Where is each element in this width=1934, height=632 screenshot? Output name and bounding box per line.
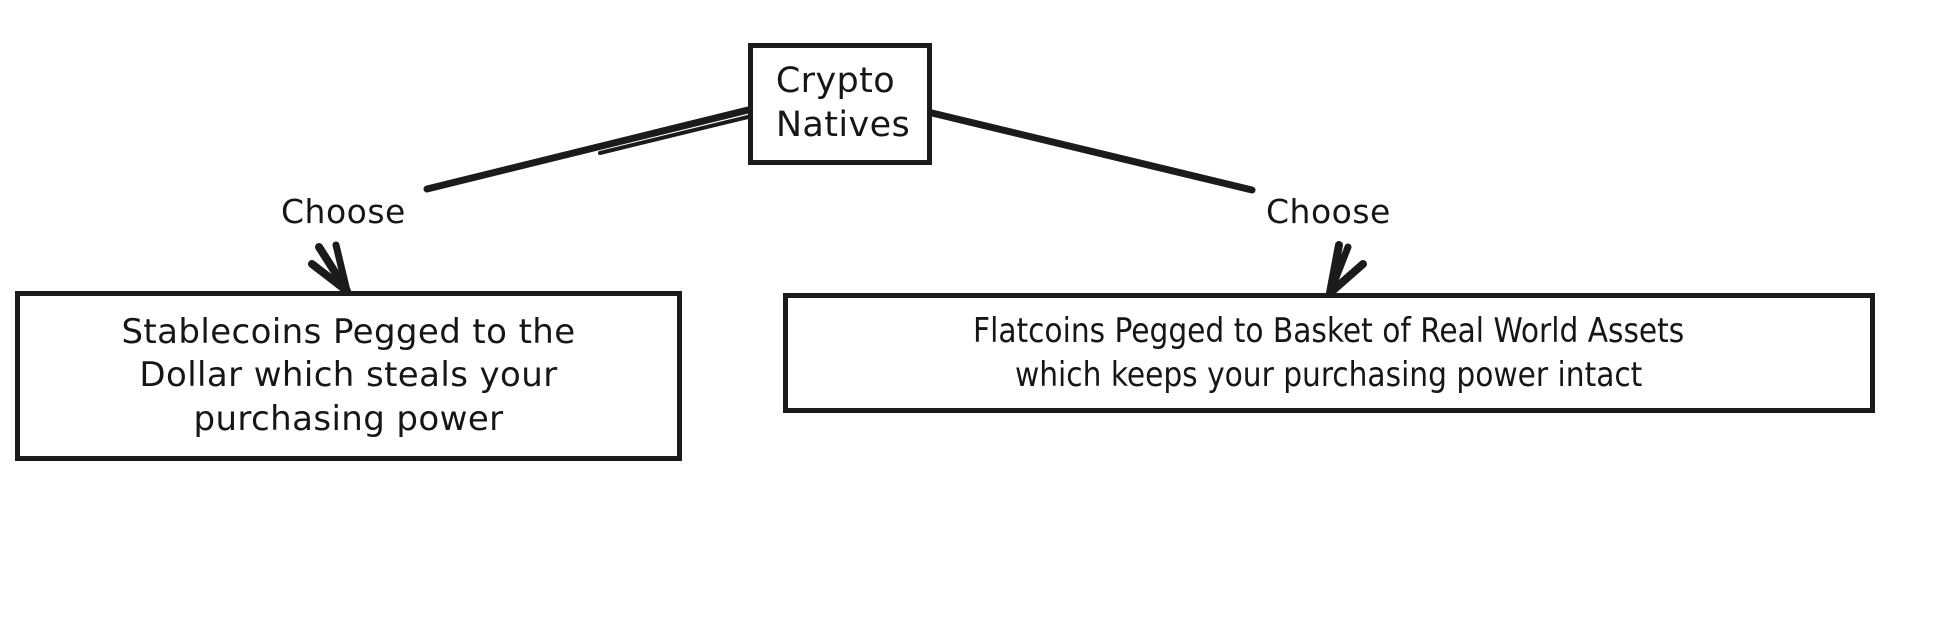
arrowhead-left [315, 243, 351, 295]
node-crypto-natives[interactable]: Crypto Natives [748, 43, 932, 165]
edge-line-left [423, 106, 752, 193]
node-crypto-natives-label: Crypto Natives [775, 61, 911, 145]
node-flatcoins[interactable]: Flatcoins Pegged to Basket of Real World… [783, 293, 1875, 413]
arrowhead-right-shaft [1326, 243, 1352, 297]
edge-label-choose-right: Choose [1266, 192, 1391, 231]
arrowhead-left-barb [308, 260, 351, 295]
arrowhead-right [1326, 241, 1343, 297]
edge-label-choose-left-text: Choose [281, 192, 406, 231]
edge-line-right [928, 109, 1256, 194]
arrowhead-right-barb [1326, 260, 1367, 297]
node-stablecoins[interactable]: Stablecoins Pegged to the Dollar which s… [15, 291, 682, 461]
edge-label-choose-right-text: Choose [1266, 192, 1391, 231]
arrowhead-left-shaft [332, 241, 351, 295]
edge-line-left-overstroke [598, 114, 754, 155]
node-flatcoins-label: Flatcoins Pegged to Basket of Real World… [973, 310, 1685, 395]
node-stablecoins-label: Stablecoins Pegged to the Dollar which s… [121, 311, 576, 439]
edge-label-choose-left: Choose [281, 192, 406, 231]
